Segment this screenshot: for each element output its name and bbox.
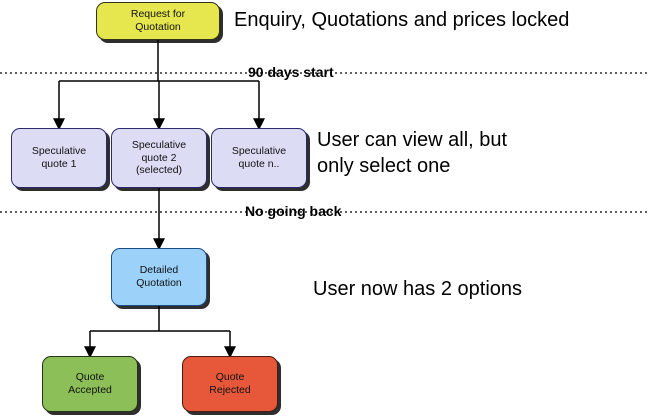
node-request-for-quotation[interactable]: Request for Quotation (96, 2, 220, 40)
node-quote-accepted[interactable]: Quote Accepted (42, 356, 138, 412)
node-speculative-quote-1[interactable]: Speculative quote 1 (11, 128, 107, 188)
node-detailed-quotation[interactable]: Detailed Quotation (111, 248, 207, 306)
node-quote-rejected[interactable]: Quote Rejected (182, 356, 278, 412)
annotation-user-now-has-2-options: User now has 2 options (313, 278, 523, 300)
edge-detailed-to-outcomes (84, 306, 236, 359)
node-speculative-quote-n[interactable]: Speculative quote n.. (211, 128, 307, 188)
divider-label-no-going-back: No going back (245, 203, 342, 219)
edge-request-to-speculatives (53, 40, 265, 131)
annotation-enquiry-prices-locked: Enquiry, Quotations and prices locked (234, 9, 570, 31)
divider-label-90-days-start: 90 days start (248, 64, 334, 80)
node-speculative-quote-2-selected[interactable]: Speculative quote 2 (selected) (111, 128, 207, 188)
annotation-user-can-view-all: User can view all, but only select one (317, 129, 508, 177)
